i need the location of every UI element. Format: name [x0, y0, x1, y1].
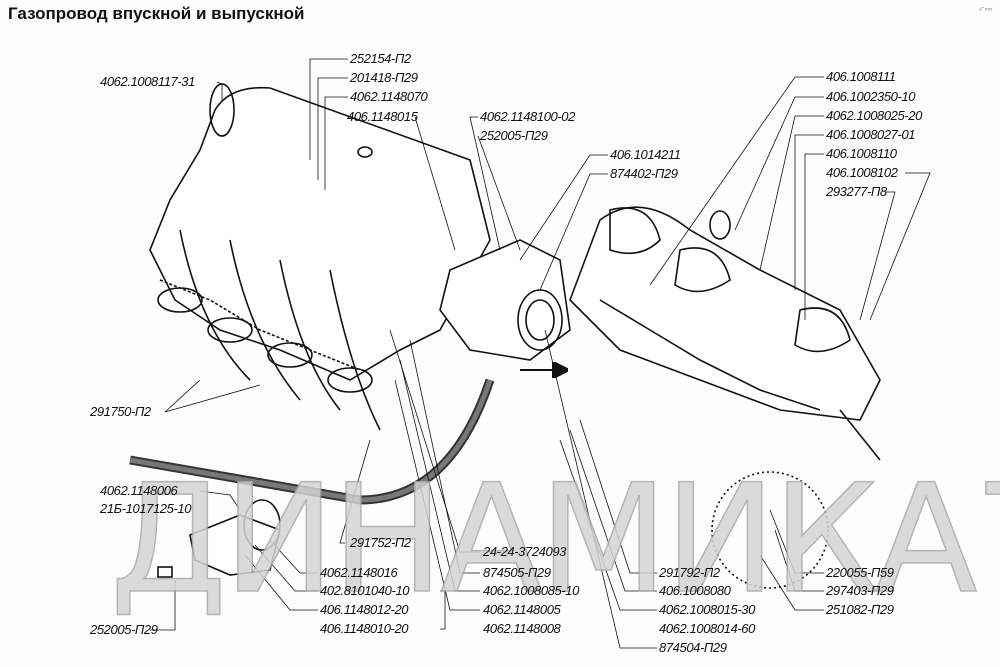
- part-label: 4062.1008117-31: [100, 74, 195, 89]
- part-label: 4062.1008025-20: [826, 108, 922, 123]
- leader-lines: [150, 58, 931, 649]
- part-label: 293277-П8: [826, 184, 887, 199]
- part-label: 406.1008080: [659, 583, 731, 598]
- corner-mark: ᵃ˜ ᵐᵐ: [979, 8, 992, 14]
- part-label: 406.1148012-20: [320, 602, 409, 617]
- exhaust-manifold: [569, 206, 881, 461]
- part-label: 874402-П29: [610, 166, 678, 181]
- part-label: 291752-П2: [350, 535, 411, 550]
- part-label: 874505-П29: [483, 565, 551, 580]
- part-label: 291792-П2: [659, 565, 720, 580]
- part-label: 252154-П2: [350, 51, 411, 66]
- part-label: 4062.1148005: [483, 602, 561, 617]
- part-label: 201418-П29: [350, 70, 418, 85]
- part-label: 220055-П59: [826, 565, 894, 580]
- part-label: 4062.1008085-10: [483, 583, 579, 598]
- part-label: 406.1148010-20: [320, 621, 409, 636]
- part-label: 406.1148015: [347, 109, 418, 124]
- part-label: 406.1002350-10: [826, 89, 916, 104]
- part-label: 252005-П29: [90, 622, 158, 637]
- part-label: 406.1008102: [826, 165, 898, 180]
- part-label: 291750-П2: [90, 404, 151, 419]
- coolant-hose: [129, 370, 560, 505]
- part-label: 4062.1008014-60: [659, 621, 755, 636]
- part-label: 24-24-3724093: [483, 544, 566, 559]
- throttle-body: [439, 239, 571, 361]
- part-label: 4062.1148008: [483, 621, 561, 636]
- part-label: 251082-П29: [826, 602, 894, 617]
- part-label: 402.8101040-10: [320, 583, 410, 598]
- part-label: 406.1008110: [826, 146, 897, 161]
- intake-manifold: [149, 83, 491, 431]
- part-label: 406.1008027-01: [826, 127, 916, 142]
- part-label: 874504-П29: [659, 640, 727, 655]
- page-title: Газопровод впускной и выпускной: [8, 4, 305, 23]
- part-label: 4062.1148016: [320, 565, 398, 580]
- part-label: 21Б-1017125-10: [100, 501, 192, 516]
- thermostat-housing: [157, 499, 281, 578]
- part-label: 406.1014211: [610, 147, 681, 162]
- part-label: 4062.1008015-30: [659, 602, 755, 617]
- part-label: 4062.1148100-02: [480, 109, 575, 124]
- detail-circle: [711, 471, 829, 589]
- part-label: 252005-П29: [480, 128, 548, 143]
- part-label: 406.1008111: [826, 69, 896, 84]
- part-label: 297403-П29: [826, 583, 894, 598]
- part-label: 4062.1148006: [100, 483, 178, 498]
- part-label: 4062.1148070: [350, 89, 428, 104]
